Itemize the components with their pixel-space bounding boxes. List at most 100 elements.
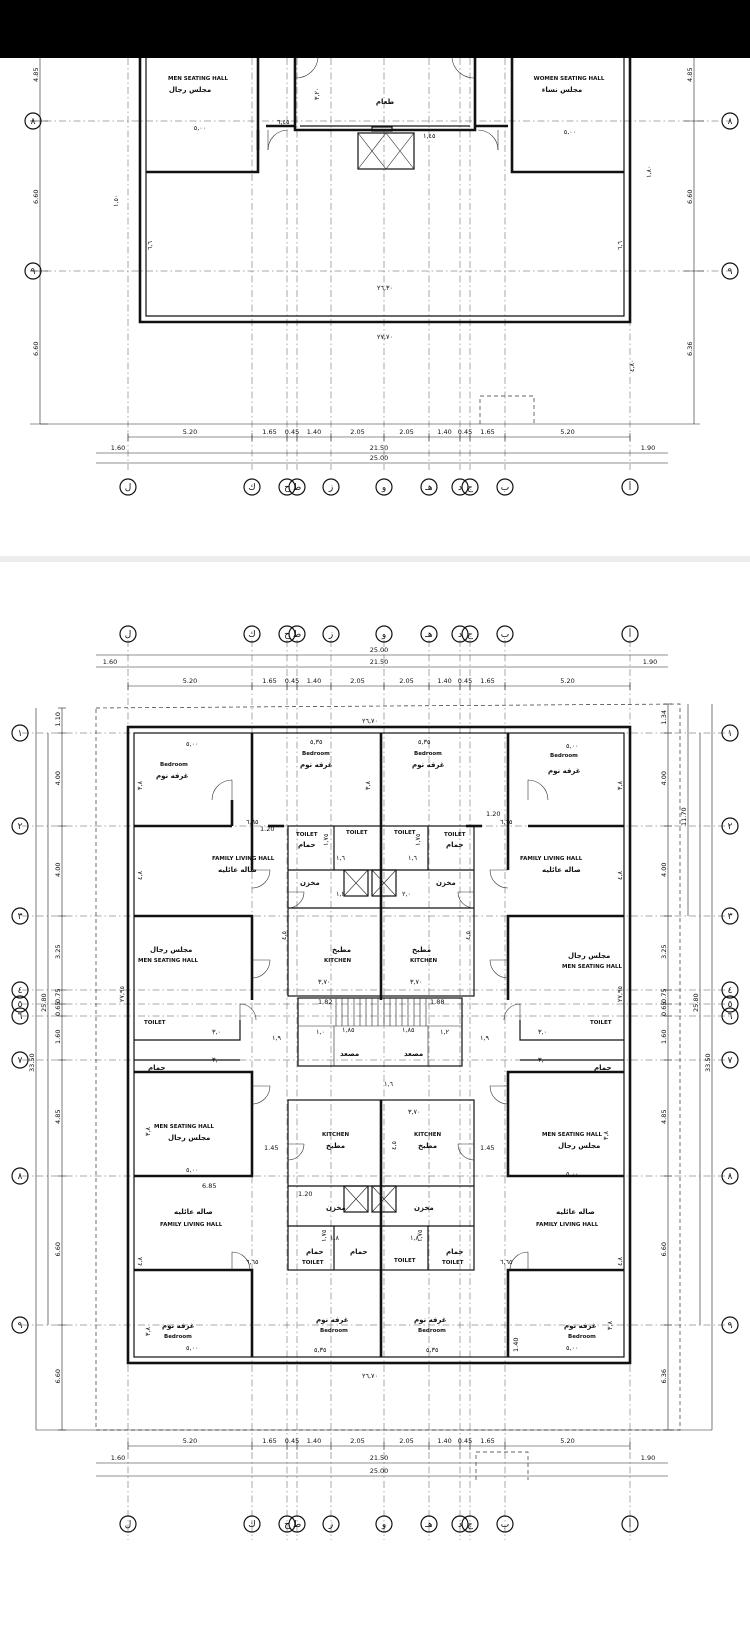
svg-text:٥,٠٠: ٥,٠٠ xyxy=(566,1170,579,1178)
grid-bubble-label: هـ xyxy=(424,630,433,640)
grid-bubble-label: ب xyxy=(501,483,509,493)
grid-bubble-label: ٨ xyxy=(18,1172,23,1182)
svg-text:1.20: 1.20 xyxy=(260,825,274,833)
svg-text:٦,٦٥: ٦,٦٥ xyxy=(500,1258,513,1266)
family-living-label: FAMILY LIVING HALL xyxy=(160,1222,223,1228)
grid-bubble-row: ٦ xyxy=(721,1007,739,1025)
toilet-label: TOILET xyxy=(394,830,416,836)
grid-bubble-label: د xyxy=(458,1520,462,1530)
top-left-dims: 4.85 6.60 6.60 xyxy=(30,58,48,425)
svg-text:٤,٨: ٤,٨ xyxy=(616,1256,624,1266)
bedroom-label: Bedroom xyxy=(550,753,578,759)
kitchen-label: KITCHEN xyxy=(410,958,437,964)
grid-bubble-label: ل xyxy=(125,483,132,493)
svg-text:4.85: 4.85 xyxy=(32,68,40,82)
svg-text:6.60: 6.60 xyxy=(686,190,694,204)
grid-bubble-label: ل xyxy=(125,1520,132,1530)
toilet-arabic: حمام xyxy=(594,1064,612,1072)
grid-bubble-column: د xyxy=(451,1515,469,1533)
dimension-value: 0.45 xyxy=(285,428,299,436)
bedroom-arabic: غرفه نوم xyxy=(162,1322,195,1330)
shaft-box xyxy=(371,869,397,897)
svg-text:٥,٠٠: ٥,٠٠ xyxy=(566,1344,579,1352)
svg-text:٥,٠٠: ٥,٠٠ xyxy=(186,740,199,748)
grid-bubble-column: د xyxy=(451,625,469,643)
dimension-value: 1.40 xyxy=(437,677,451,685)
svg-text:٢٦,٧٠: ٢٦,٧٠ xyxy=(362,1372,378,1380)
grid-bubble-label: أ xyxy=(629,481,632,493)
toilet-arabic: حمام xyxy=(148,1064,166,1072)
dimension-total: 33.50 xyxy=(704,1053,712,1072)
dimension-value: 5.20 xyxy=(183,428,197,436)
svg-text:١,٧٥: ١,٧٥ xyxy=(416,1229,424,1242)
top-plan: MEN SEATING HALL مجلس رجال WOMEN SEATING… xyxy=(24,57,739,496)
svg-text:٣,٧٠: ٣,٧٠ xyxy=(410,978,423,986)
grid-bubble-label: ٩ xyxy=(18,1321,23,1331)
door-swing xyxy=(451,57,475,79)
dimension-value: 5.20 xyxy=(560,428,574,436)
grid-bubble-column: ك xyxy=(243,478,261,496)
margin-right: 1.90 xyxy=(641,1454,655,1462)
grid-bubble-label: ٦ xyxy=(18,1012,23,1022)
grid-bubble-label: ج xyxy=(467,1520,473,1530)
grid-bubble-column: د xyxy=(451,478,469,496)
grid-bubble-column: ح xyxy=(278,1515,296,1533)
elevator-shafts xyxy=(343,869,397,1213)
outline-dashed xyxy=(479,395,535,424)
toilet-arabic: حمام xyxy=(446,1248,464,1256)
grid-bubble-label: ز xyxy=(328,483,333,493)
dimension-value: 6.60 xyxy=(54,1242,62,1256)
grid-bubble-label: ٣ xyxy=(728,912,733,922)
bedroom-arabic: غرفه نوم xyxy=(412,761,445,769)
grid-bubble-row: ٣ xyxy=(11,907,29,925)
grid-bubble-label: ج xyxy=(467,630,473,640)
grid-bubble-row: ٩ xyxy=(721,1316,739,1334)
kitchen-label: KITCHEN xyxy=(324,958,351,964)
grid-bubble-column: ل xyxy=(119,478,137,496)
grid-bubble-column: ج xyxy=(461,625,479,643)
bedroom-arabic: غرفه نوم xyxy=(548,767,581,775)
grid-bubble-label: ل xyxy=(125,630,132,640)
dimension-value: 1.65 xyxy=(262,1437,276,1445)
svg-text:٢٧,٩٥: ٢٧,٩٥ xyxy=(616,985,624,1002)
bedroom-label: Bedroom xyxy=(568,1334,596,1340)
top-exterior-walls xyxy=(138,58,632,324)
grid-bubble-label: ٤ xyxy=(728,986,733,996)
svg-text:٥,٣٥: ٥,٣٥ xyxy=(426,1346,439,1354)
svg-text:٦,٦٥: ٦,٦٥ xyxy=(246,818,259,826)
bedroom-arabic: غرفه نوم xyxy=(316,1316,349,1324)
dimension-value: 1.10 xyxy=(54,712,62,726)
grid-bubble-label: ١ xyxy=(728,729,733,739)
room-labels: Bedroom غرفه نوم Bedroom غرفه نوم Bedroo… xyxy=(138,751,622,1340)
men-seating-arabic: مجلس رجال xyxy=(168,1134,210,1142)
bedroom-arabic: غرفه نوم xyxy=(414,1316,447,1324)
svg-text:٨: ٨ xyxy=(728,117,733,127)
dimension-value: 1.65 xyxy=(262,677,276,685)
svg-text:٢٦,٧٠: ٢٦,٧٠ xyxy=(362,717,378,725)
dimension-value: 5.20 xyxy=(560,677,574,685)
grid-bubble-label: ٢ xyxy=(728,822,733,832)
grid-bubble-column: ط xyxy=(288,1515,306,1533)
svg-text:1.20: 1.20 xyxy=(298,1190,312,1198)
grid-bubble-column: أ xyxy=(621,1515,639,1533)
grid-bubble-label: ز xyxy=(328,630,333,640)
grid-bubble-label: ٤ xyxy=(18,986,23,996)
dimension-value: 6.36 xyxy=(660,1369,668,1383)
grid-bubble-column: ك xyxy=(243,625,261,643)
dimension-value: 4.85 xyxy=(54,1110,62,1124)
svg-text:١,٨٥: ١,٨٥ xyxy=(402,1026,415,1034)
dim-1-45: ١,٤٥ xyxy=(423,132,436,140)
svg-text:٣,٨: ٣,٨ xyxy=(144,1126,152,1136)
grid-bubble-column: ل xyxy=(119,625,137,643)
svg-text:٥,٣٥: ٥,٣٥ xyxy=(314,1346,327,1354)
dining-height-dim: ٣,٢٠ xyxy=(313,87,321,100)
grid-bubble-column: ط xyxy=(288,478,306,496)
toilet-label: TOILET xyxy=(444,832,466,838)
svg-text:6.36: 6.36 xyxy=(686,342,694,356)
dimension-value: 0.45 xyxy=(285,677,299,685)
svg-text:٤,٨: ٤,٨ xyxy=(136,1256,144,1266)
grid-bubble-label: ٧ xyxy=(728,1056,733,1066)
grid-bubble-label: أ xyxy=(629,1518,632,1530)
svg-text:٦,٦٥: ٦,٦٥ xyxy=(500,818,513,826)
